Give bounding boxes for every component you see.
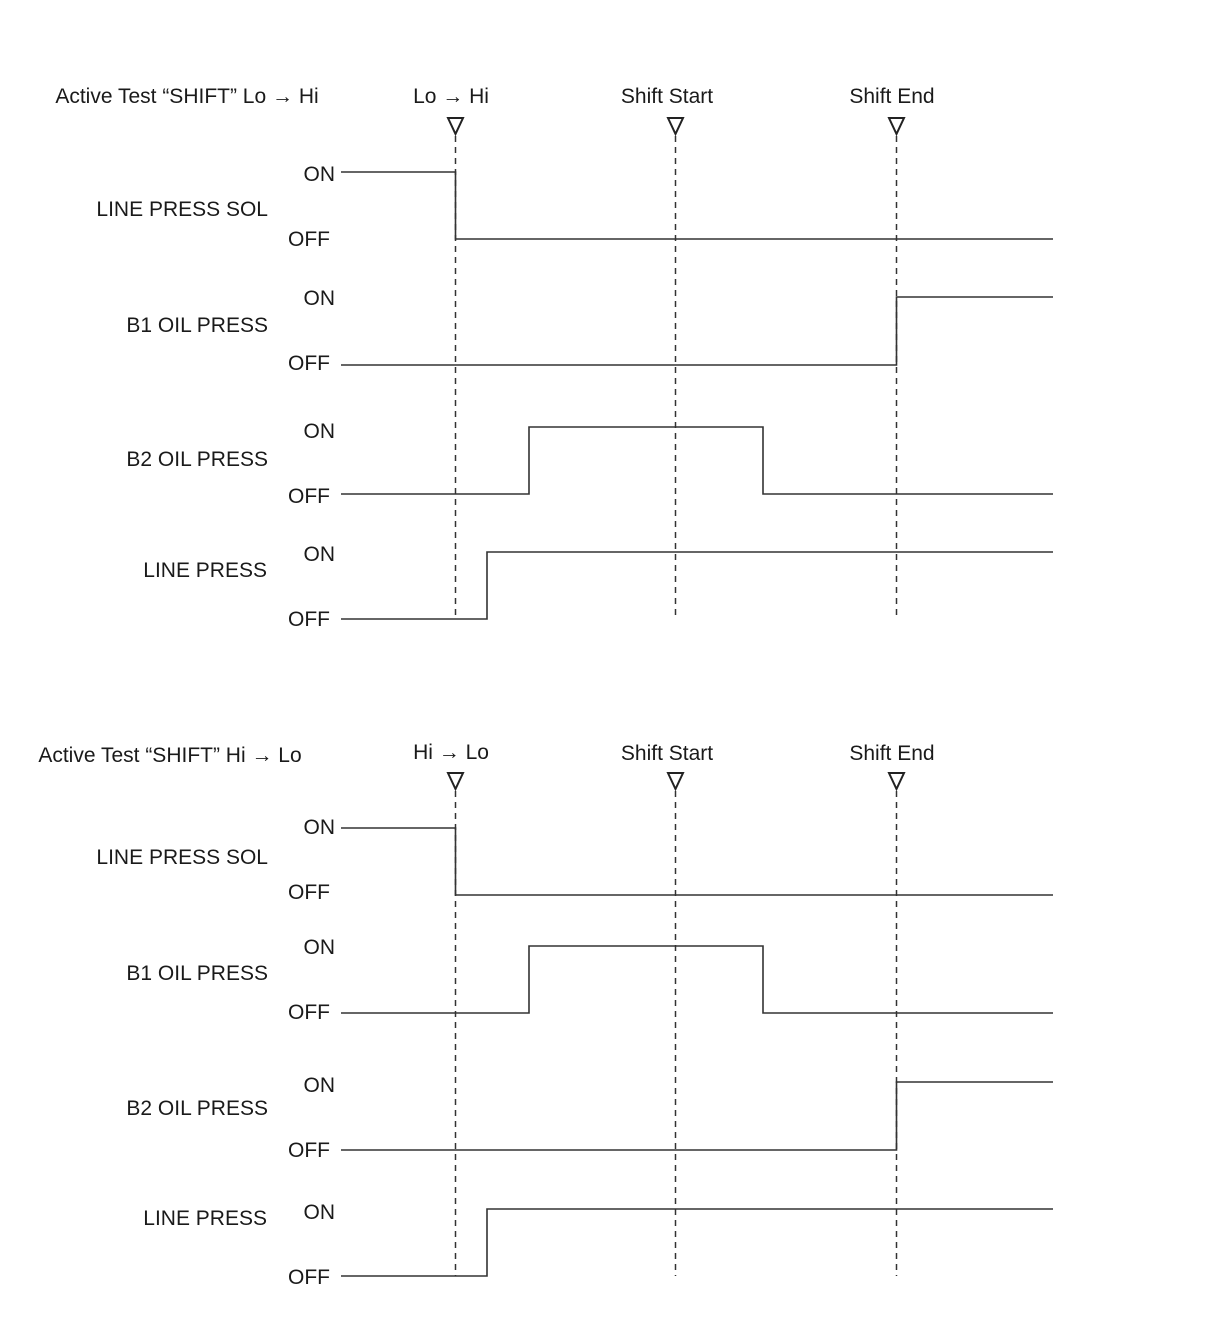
signal-off-label: OFF — [288, 1139, 330, 1162]
signal-off-label: OFF — [288, 1001, 330, 1024]
marker-label-shift-end: Shift End — [849, 742, 934, 765]
marker-label-shift-start: Shift Start — [621, 85, 713, 108]
signal-off-label: OFF — [288, 1266, 330, 1289]
waveform-b1-oil-press — [341, 945, 1053, 1014]
signal-name: B1 OIL PRESS — [126, 962, 268, 985]
signal-name: LINE PRESS — [143, 559, 267, 582]
signal-off-label: OFF — [288, 228, 330, 251]
signal-off-label: OFF — [288, 608, 330, 631]
signal-off-label: OFF — [288, 881, 330, 904]
marker-label-trigger: Hi → Lo — [413, 741, 489, 764]
marker-triangle-icon — [887, 772, 906, 792]
marker-triangle-icon — [446, 772, 465, 792]
waveform-b1-oil-press — [341, 296, 1053, 366]
waveform-line-press-sol — [341, 171, 1053, 240]
signal-on-label: ON — [304, 163, 336, 186]
signal-name: LINE PRESS SOL — [96, 198, 268, 221]
diagram-title: Active Test “SHIFT” Lo → Hi — [55, 85, 318, 108]
signal-off-label: OFF — [288, 352, 330, 375]
marker-label-shift-start: Shift Start — [621, 742, 713, 765]
waveform-line-press — [341, 551, 1053, 620]
timing-diagram-hi-to-lo: Active Test “SHIFT” Hi → Lo Hi → Lo Shif… — [38, 741, 1053, 1289]
diagram-title: Active Test “SHIFT” Hi → Lo — [38, 744, 301, 767]
marker-label-shift-end: Shift End — [849, 85, 934, 108]
marker-label-trigger: Lo → Hi — [413, 85, 489, 108]
signal-name: LINE PRESS — [143, 1207, 267, 1230]
marker-triangle-icon — [446, 117, 465, 137]
signal-name: B2 OIL PRESS — [126, 448, 268, 471]
marker-triangle-icon — [666, 117, 685, 137]
signal-on-label: ON — [304, 936, 336, 959]
waveform-b2-oil-press — [341, 426, 1053, 495]
signal-on-label: ON — [304, 543, 336, 566]
signal-on-label: ON — [304, 287, 336, 310]
signal-on-label: ON — [304, 1201, 336, 1224]
signal-on-label: ON — [304, 1074, 336, 1097]
signal-name: LINE PRESS SOL — [96, 846, 268, 869]
marker-triangle-icon — [887, 117, 906, 137]
waveform-line-press-sol — [341, 827, 1053, 896]
signal-on-label: ON — [304, 816, 336, 839]
waveform-b2-oil-press — [341, 1081, 1053, 1151]
timing-diagram-lo-to-hi: Active Test “SHIFT” Lo → Hi Lo → Hi Shif… — [55, 85, 1053, 631]
signal-off-label: OFF — [288, 485, 330, 508]
signal-name: B1 OIL PRESS — [126, 314, 268, 337]
signal-name: B2 OIL PRESS — [126, 1097, 268, 1120]
signal-on-label: ON — [304, 420, 336, 443]
waveform-line-press — [341, 1208, 1053, 1277]
marker-triangle-icon — [666, 772, 685, 792]
